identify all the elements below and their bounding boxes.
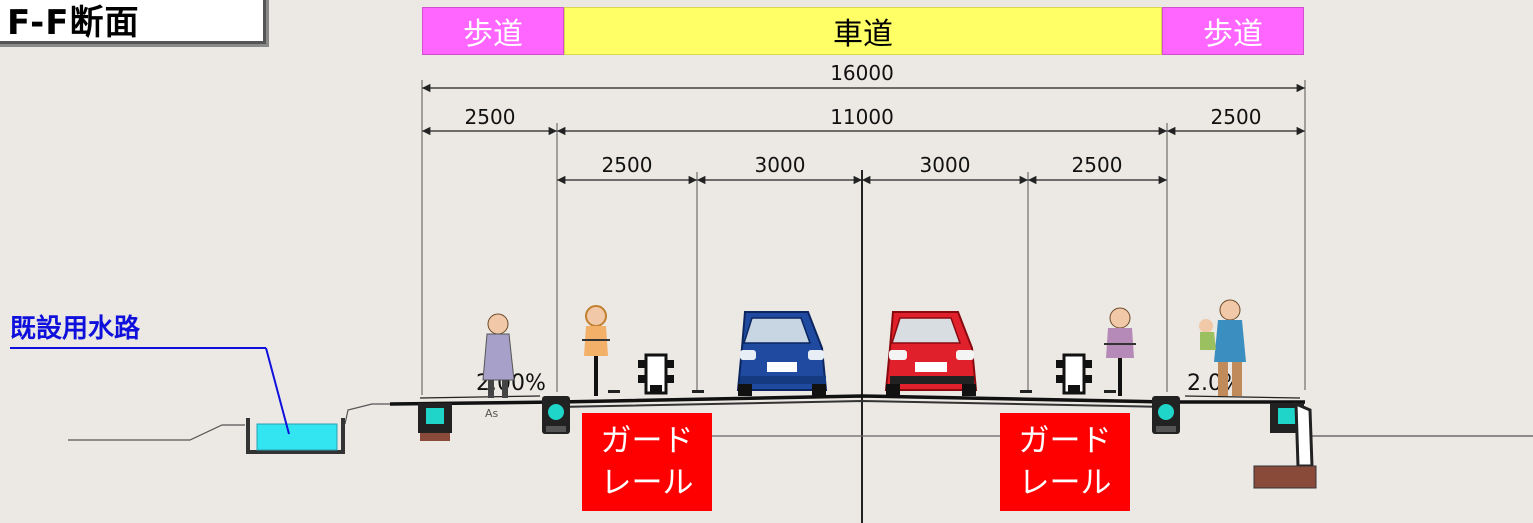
band-right-sidewalk: 歩道: [1162, 7, 1304, 55]
gutter-left-outer: [418, 403, 452, 441]
gutter-right-outer: [1253, 401, 1317, 489]
gutter-right-inner: [1152, 396, 1180, 434]
guardrail-left-post: [638, 353, 674, 395]
gutter-left-inner: [542, 396, 570, 434]
guardrail-right-line2: レール: [1018, 465, 1112, 501]
guardrail-right-line1: ガード: [1018, 423, 1112, 459]
dim-lane-1: 2500: [602, 153, 653, 177]
dim-lane-2: 3000: [755, 153, 806, 177]
cyclist-right: [1104, 307, 1136, 396]
section-title: F-F断面: [0, 0, 266, 44]
dimension-lines: [421, 80, 1306, 523]
pavement-as-label: As: [485, 407, 499, 420]
dim-carriageway: 11000: [830, 105, 894, 129]
dim-lane-3: 3000: [920, 153, 971, 177]
dim-left-sidewalk: 2500: [465, 105, 516, 129]
pedestrian-right-with-child: [1199, 299, 1246, 396]
guardrail-left-line1: ガード: [600, 423, 694, 459]
dim-right-sidewalk: 2500: [1211, 105, 1262, 129]
ground-line: [68, 403, 1533, 441]
guardrail-left-line2: レール: [600, 465, 694, 501]
existing-canal-label: 既設用水路: [10, 314, 141, 344]
road-surface: [389, 390, 1305, 408]
cyclist-left: [582, 305, 610, 396]
guardrail-right-post: [1056, 353, 1092, 395]
dim-lane-4: 2500: [1072, 153, 1123, 177]
band-left-sidewalk: 歩道: [422, 7, 564, 55]
guardrail-left-label: ガード レール: [582, 413, 712, 511]
dim-total: 16000: [830, 61, 894, 85]
guardrail-right-label: ガード レール: [1000, 413, 1130, 511]
red-car: [884, 311, 978, 396]
existing-canal: [10, 347, 345, 454]
blue-car: [736, 311, 828, 396]
band-carriageway: 車道: [564, 7, 1162, 55]
pedestrian-left: [482, 313, 515, 398]
